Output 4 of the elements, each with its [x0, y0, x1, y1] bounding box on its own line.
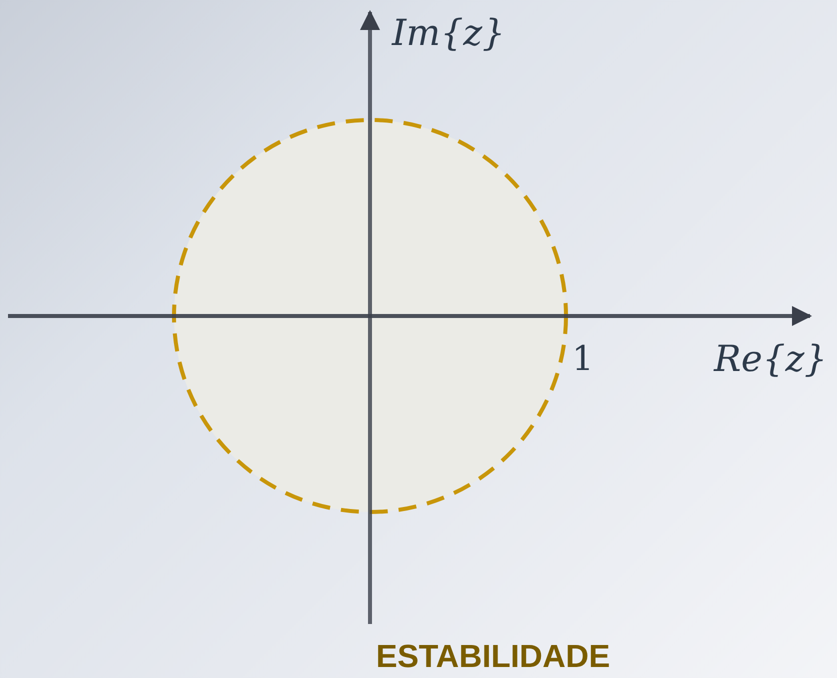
caption: ESTABILIDADE	[376, 640, 610, 672]
axis-label: Im{z}	[392, 16, 506, 52]
axis-label: Re{z}	[714, 342, 828, 378]
tick-label: 1	[572, 342, 594, 376]
